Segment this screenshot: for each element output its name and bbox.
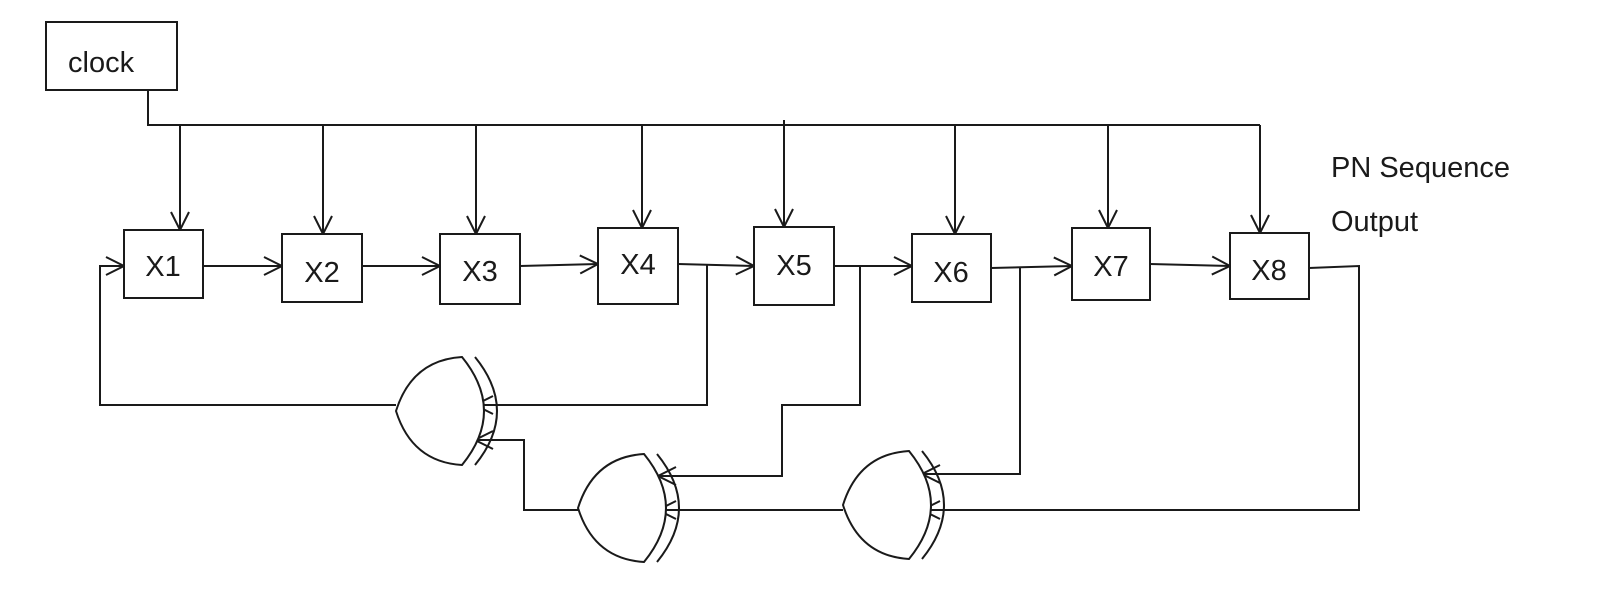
clock-bus	[147, 90, 1260, 234]
xor-gate-3	[841, 449, 945, 561]
register-x7-label: X7	[1093, 251, 1128, 283]
register-x1-label: X1	[145, 251, 180, 283]
tap-x5-wire	[658, 266, 861, 476]
register-x1: X1	[123, 229, 204, 299]
feedback-to-x1-wire	[99, 266, 396, 406]
feedback-wires	[99, 264, 1360, 511]
register-x4-label: X4	[620, 249, 655, 281]
output-label-line1: PN Sequence	[1331, 152, 1510, 184]
tap-x6-wire	[922, 268, 1021, 474]
register-x6-label: X6	[933, 257, 968, 289]
register-x2: X2	[281, 233, 363, 303]
register-x5-label: X5	[776, 250, 811, 282]
register-x6: X6	[911, 233, 992, 303]
clock-label: clock	[68, 47, 135, 79]
register-x2-label: X2	[304, 257, 339, 289]
register-x5: X5	[753, 226, 835, 306]
gate2-to-gate1-wire	[475, 440, 578, 511]
register-x8: X8	[1229, 232, 1310, 300]
output-label-line2: Output	[1331, 206, 1418, 238]
register-x8-label: X8	[1251, 255, 1286, 287]
shift-chain	[203, 264, 1230, 268]
register-x4: X4	[597, 227, 679, 305]
register-x7: X7	[1071, 227, 1151, 301]
tap-x8-wire	[922, 264, 1360, 510]
tap-x4-wire	[475, 264, 708, 405]
clock-block: clock	[45, 21, 178, 91]
xor-gate-1	[394, 355, 498, 467]
register-x3: X3	[439, 233, 521, 305]
xor-gate-2	[576, 452, 680, 564]
register-x3-label: X3	[462, 256, 497, 288]
